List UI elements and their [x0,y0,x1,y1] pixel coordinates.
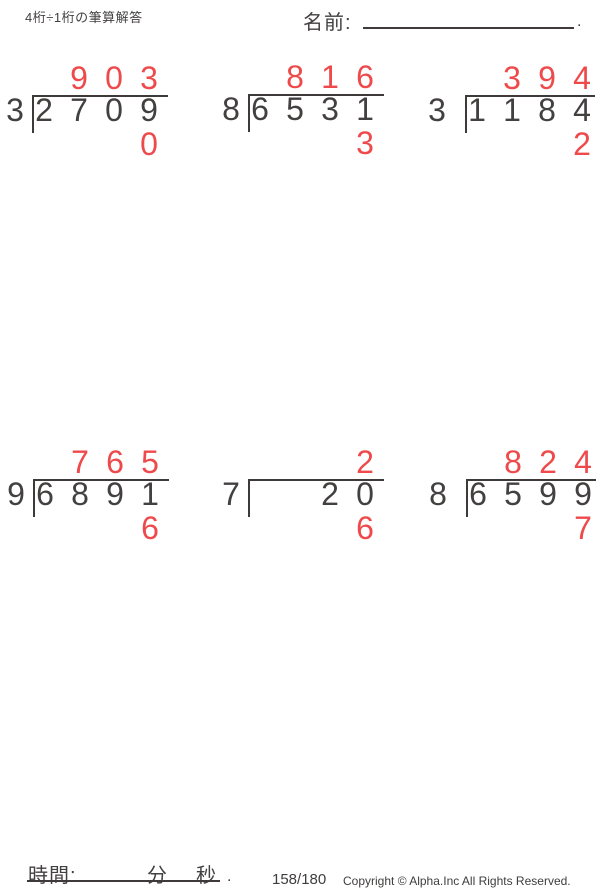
division-bracket-bar [32,95,34,133]
dividend-digit: 5 [286,91,304,127]
quotient-digit: 4 [574,444,592,480]
division-bracket-bar [248,94,250,132]
remainder-digit: 0 [140,126,158,162]
division-vinculum [248,479,384,481]
dividend-digit: 8 [71,476,89,512]
quotient-digit: 6 [106,444,124,480]
division-bracket-bar [466,479,468,517]
divisor-digit: 8 [222,91,240,127]
quotient-digit: 9 [538,60,556,96]
quotient-digit: 6 [356,59,374,95]
quotient-digit: 4 [573,60,591,96]
division-vinculum [466,479,596,481]
dividend-digit: 6 [469,476,487,512]
remainder-digit: 3 [356,125,374,161]
dividend-digit: 1 [503,92,521,128]
quotient-digit: 3 [140,60,158,96]
dividend-digit: 1 [356,91,374,127]
remainder-digit: 7 [574,510,592,546]
dividend-digit: 2 [321,476,339,512]
remainder-digit: 2 [573,126,591,162]
dividend-digit: 1 [141,476,159,512]
remainder-digit: 6 [356,510,374,546]
quotient-digit: 5 [141,444,159,480]
division-vinculum [248,94,384,96]
quotient-digit: 8 [504,444,522,480]
time-blank-line[interactable] [27,861,220,882]
time-line-period: . [227,868,232,885]
dividend-digit: 6 [36,476,54,512]
quotient-digit: 3 [503,60,521,96]
divisor-digit: 3 [6,92,24,128]
division-vinculum [33,479,169,481]
dividend-digit: 3 [321,91,339,127]
divisor-digit: 7 [222,476,240,512]
dividend-digit: 9 [539,476,557,512]
division-vinculum [465,95,595,97]
quotient-digit: 9 [70,60,88,96]
division-bracket-bar [33,479,35,517]
dividend-digit: 5 [504,476,522,512]
divisor-digit: 8 [429,476,447,512]
dividend-digit: 8 [538,92,556,128]
dividend-digit: 2 [35,92,53,128]
quotient-digit: 2 [539,444,557,480]
division-bracket-bar [465,95,467,133]
name-blank-line[interactable] [363,7,574,29]
dividend-digit: 9 [106,476,124,512]
dividend-digit: 0 [356,476,374,512]
divisor-digit: 3 [428,92,446,128]
dividend-digit: 1 [468,92,486,128]
copyright: Copyright © Alpha.Inc All Rights Reserve… [343,874,571,888]
page-number: 158/180 [272,871,327,888]
quotient-digit: 2 [356,444,374,480]
dividend-digit: 0 [105,92,123,128]
quotient-digit: 0 [105,60,123,96]
name-line-period: . [577,13,582,30]
name-label: 名前: [303,12,352,34]
dividend-digit: 4 [573,92,591,128]
quotient-digit: 1 [321,59,339,95]
dividend-digit: 6 [251,91,269,127]
divisor-digit: 9 [7,476,25,512]
worksheet-title: 4桁÷1桁の筆算解答 [25,10,143,25]
dividend-digit: 7 [70,92,88,128]
quotient-digit: 8 [286,59,304,95]
division-vinculum [32,95,168,97]
division-bracket-bar [248,479,250,517]
remainder-digit: 6 [141,510,159,546]
quotient-digit: 7 [71,444,89,480]
dividend-digit: 9 [574,476,592,512]
dividend-digit: 9 [140,92,158,128]
